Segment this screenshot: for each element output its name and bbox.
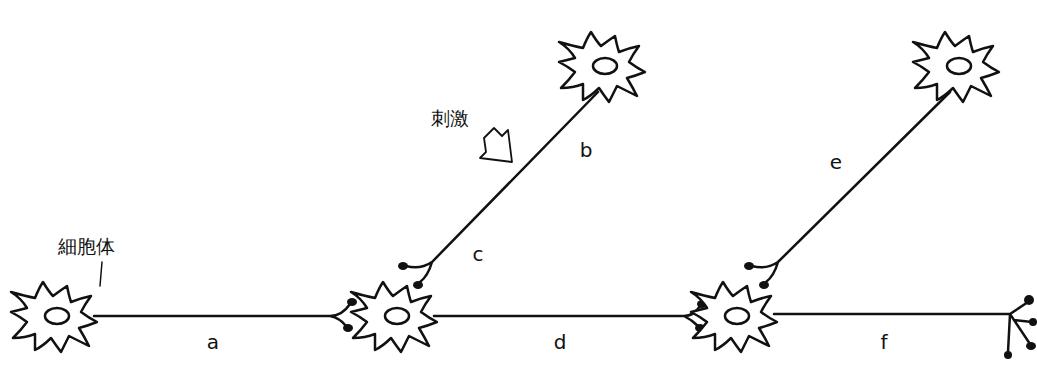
part-letter: f xyxy=(880,331,887,353)
cell-body xyxy=(11,282,97,352)
annotation-label: 細胞体 xyxy=(58,236,115,257)
synaptic-terminals xyxy=(343,262,1037,359)
cell-body xyxy=(351,282,437,352)
part-letter: b xyxy=(580,139,593,161)
cell-body xyxy=(559,32,645,102)
leader-line xyxy=(100,262,102,286)
axon-f xyxy=(774,302,1032,352)
cell-body xyxy=(691,282,777,352)
axon-b xyxy=(406,92,598,282)
part-letter: e xyxy=(830,151,842,173)
axon-d xyxy=(434,306,700,326)
cell-body xyxy=(913,32,999,102)
axon-a xyxy=(94,304,350,326)
annotation-label: 刺激 xyxy=(431,108,469,129)
stimulus-arrow xyxy=(480,128,512,162)
axon-e xyxy=(752,92,950,282)
axons xyxy=(94,92,1032,352)
part-letter: d xyxy=(554,331,567,353)
part-letter: a xyxy=(207,331,219,353)
part-letter: c xyxy=(473,243,484,265)
